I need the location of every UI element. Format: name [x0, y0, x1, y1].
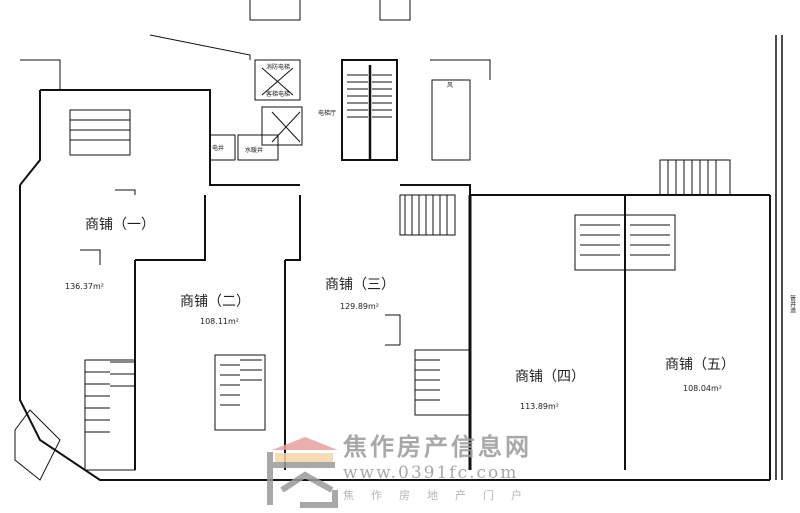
label-fire-elevator: 消防电梯 — [266, 64, 291, 71]
watermark-url: www.0391fc.com — [343, 463, 519, 483]
stair-top-right — [659, 159, 731, 196]
watermark-title: 焦作房产信息网 — [343, 433, 532, 461]
label-electric-shaft: 电井 — [212, 145, 225, 152]
north-wall-east — [400, 184, 770, 196]
fire-elevator-shaft — [254, 59, 301, 101]
roof-edge-west — [149, 34, 251, 60]
top-structures — [249, 0, 411, 21]
logo-roof — [272, 437, 338, 450]
room-area-shop-3: 129.89m² — [340, 302, 379, 311]
electric-room — [209, 134, 236, 161]
passenger-elevator-cross — [271, 111, 301, 143]
columns — [80, 189, 401, 346]
room-name-shop-3: 商铺（三） — [325, 277, 395, 293]
east-shaft — [775, 35, 783, 480]
label-passenger-elevator: 客梯电梯 — [266, 91, 291, 98]
label-wind: 风 — [447, 82, 454, 89]
exterior-wall — [19, 185, 770, 481]
room-area-shop-5: 108.04m² — [683, 384, 722, 393]
logo-band — [275, 453, 333, 462]
roof-edges — [20, 59, 491, 90]
partition-2-3 — [284, 195, 301, 470]
room-area-shop-4: 113.89m² — [520, 402, 559, 411]
stair-shop3 — [414, 349, 471, 416]
passenger-elevator-shaft — [261, 106, 303, 146]
stair-top-left — [69, 109, 131, 156]
room-area-shop-1: 136.37m² — [65, 282, 104, 291]
label-pipe-shaft: 管井道 — [788, 295, 796, 313]
stair-core-treads — [347, 74, 392, 118]
watermark-subtitle: 焦作房地产门户 — [343, 489, 539, 502]
fire-elevator-cross — [261, 67, 294, 96]
bay-window — [14, 409, 61, 481]
stair-shop1 — [84, 359, 136, 471]
stair-top-mid — [399, 194, 456, 236]
room-area-shop-2: 108.11m² — [200, 317, 239, 326]
stair-shop2 — [214, 354, 266, 431]
room-name-shop-4: 商铺（四） — [515, 369, 585, 385]
logo-body — [267, 452, 338, 508]
stair-shops-4-5 — [574, 214, 676, 271]
label-plumbing-shaft: 水暖井 — [245, 147, 264, 154]
plumbing-room — [237, 134, 279, 161]
room-name-shop-1: 商铺（一） — [85, 217, 155, 233]
wind-shaft-room — [431, 79, 471, 161]
room-name-shop-2: 商铺（二） — [180, 294, 250, 310]
exterior-wall-left-top — [19, 90, 41, 186]
label-elevator-hall: 电梯厅 — [318, 110, 337, 117]
room-name-shop-5: 商铺（五） — [665, 357, 735, 373]
